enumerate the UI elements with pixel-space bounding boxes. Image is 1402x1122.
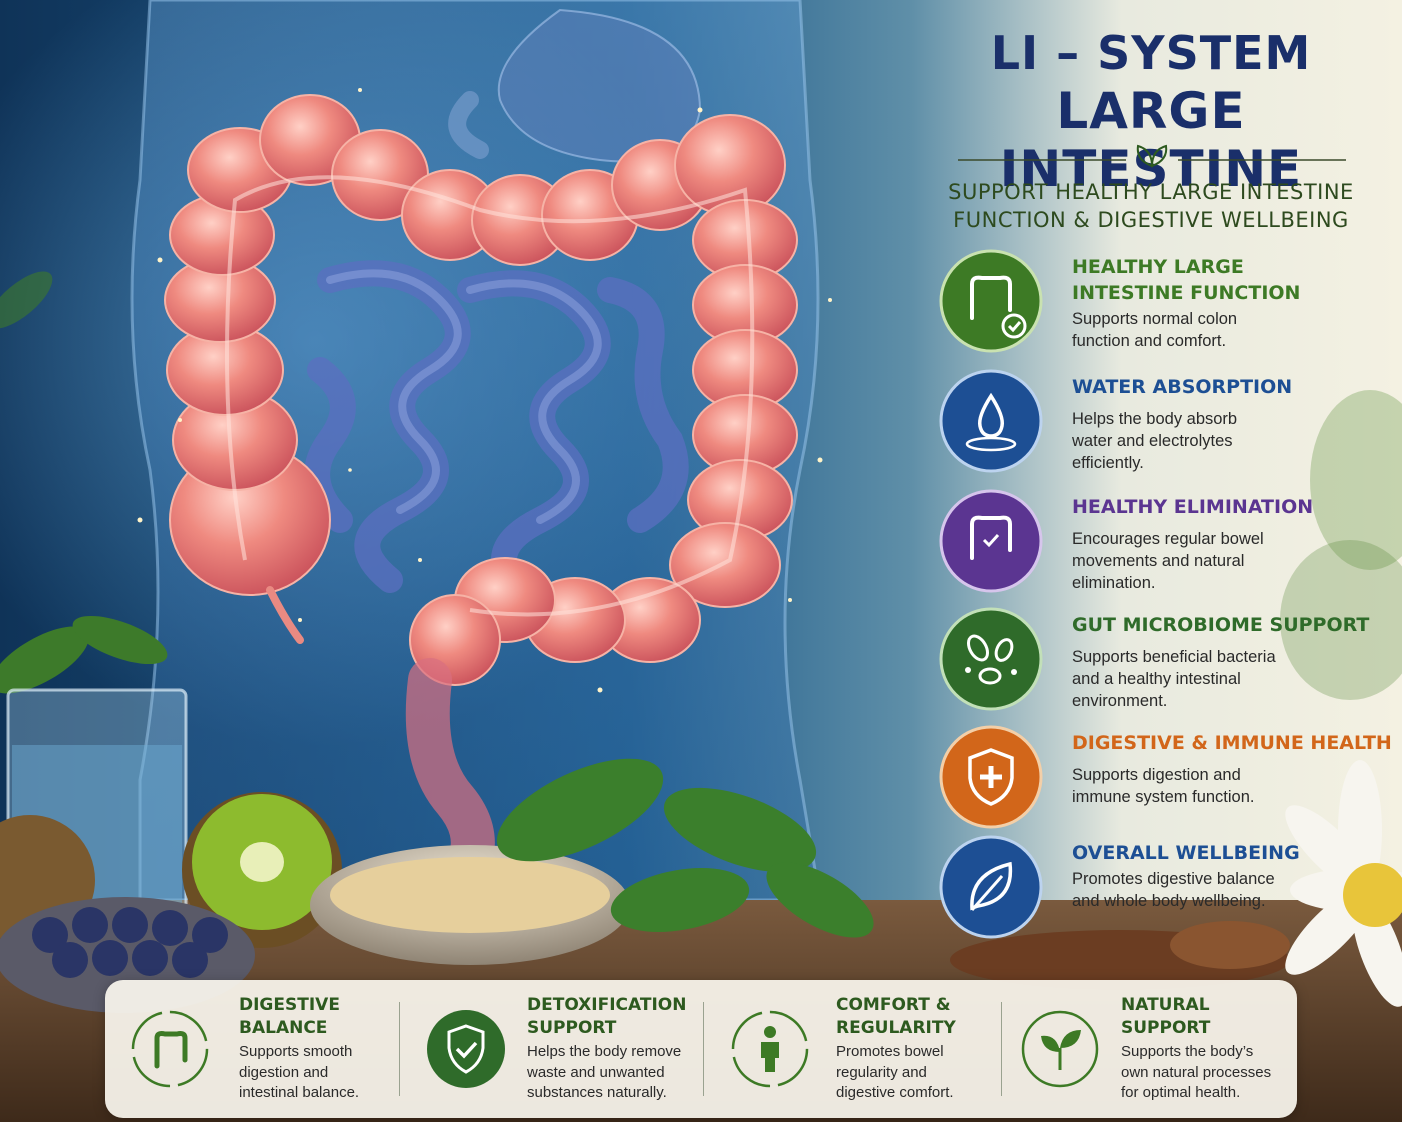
feature-text: Supports digestion and immune system fun… <box>1072 766 1255 806</box>
feature-title: GUT MICROBIOME SUPPORT <box>1072 614 1370 636</box>
feature-title: OVERALL WELLBEING <box>1072 842 1300 864</box>
benefit-comfort: COMFORT & REGULARITY Promotes bowel regu… <box>729 980 1019 1118</box>
page-subtitle: SUPPORT HEALTHY LARGE INTESTINE FUNCTION… <box>948 180 1354 232</box>
feature-elimination: HEALTHY ELIMINATION Encourages regular b… <box>938 488 1398 596</box>
bacteria-icon <box>938 606 1044 712</box>
feature-text: Encourages regular bowel movements and n… <box>1072 530 1264 592</box>
water-drop-icon <box>938 368 1044 474</box>
feature-text: Promotes digestive balance and whole bod… <box>1072 870 1275 910</box>
info-panel: LI – SYSTEM LARGE INTESTINE SUPPORT HEAL… <box>900 0 1402 980</box>
feature-title: HEALTHY LARGE INTESTINE FUNCTION <box>1072 256 1301 304</box>
benefit-digestive-balance: DIGESTIVE BALANCE Supports smooth digest… <box>129 980 399 1118</box>
colon-arrows-icon <box>129 1008 211 1090</box>
benefit-text: Helps the body remove waste and unwanted… <box>527 1043 682 1101</box>
leaf-icon <box>938 834 1044 940</box>
page-title-line1: LI – SYSTEM <box>990 26 1312 80</box>
leaf-divider-icon <box>958 144 1346 168</box>
person-icon <box>729 1008 811 1090</box>
sprout-icon <box>1019 1008 1101 1090</box>
colon-check-icon <box>938 248 1044 354</box>
feature-microbiome: GUT MICROBIOME SUPPORT Supports benefici… <box>938 606 1398 714</box>
feature-title: DIGESTIVE & IMMUNE HEALTH <box>1072 732 1392 754</box>
benefits-bar: DIGESTIVE BALANCE Supports smooth digest… <box>105 980 1297 1118</box>
benefit-natural: NATURAL SUPPORT Supports the body’s own … <box>1019 980 1289 1118</box>
shield-plus-icon <box>938 724 1044 830</box>
benefit-title: DIGESTIVE BALANCE <box>239 995 340 1038</box>
divider <box>703 1002 704 1096</box>
benefit-title: COMFORT & REGULARITY <box>836 995 956 1038</box>
benefit-title: NATURAL SUPPORT <box>1121 995 1211 1038</box>
page-title-line2: LARGE INTESTINE <box>999 82 1303 198</box>
feature-text: Supports beneficial bacteria and a healt… <box>1072 648 1276 710</box>
benefit-detox: DETOXIFICATION SUPPORT Helps the body re… <box>425 980 715 1118</box>
feature-text: Helps the body absorb water and electrol… <box>1072 410 1238 472</box>
feature-immune: DIGESTIVE & IMMUNE HEALTH Supports diges… <box>938 724 1398 832</box>
divider <box>399 1002 400 1096</box>
feature-water-absorption: WATER ABSORPTION Helps the body absorb w… <box>938 368 1398 476</box>
feature-text: Supports normal colon function and comfo… <box>1072 310 1238 350</box>
benefit-text: Supports the body’s own natural processe… <box>1121 1043 1272 1101</box>
shield-check-icon <box>425 1008 507 1090</box>
benefit-text: Supports smooth digestion and intestinal… <box>239 1043 360 1101</box>
benefit-title: DETOXIFICATION SUPPORT <box>527 995 687 1038</box>
divider <box>1001 1002 1002 1096</box>
feature-title: WATER ABSORPTION <box>1072 376 1293 398</box>
feature-title: HEALTHY ELIMINATION <box>1072 496 1314 518</box>
feature-wellbeing: OVERALL WELLBEING Promotes digestive bal… <box>938 834 1398 942</box>
benefit-text: Promotes bowel regularity and digestive … <box>836 1043 954 1101</box>
feature-healthy-function: HEALTHY LARGE INTESTINE FUNCTION Support… <box>938 248 1398 356</box>
colon-cycle-icon <box>938 488 1044 594</box>
